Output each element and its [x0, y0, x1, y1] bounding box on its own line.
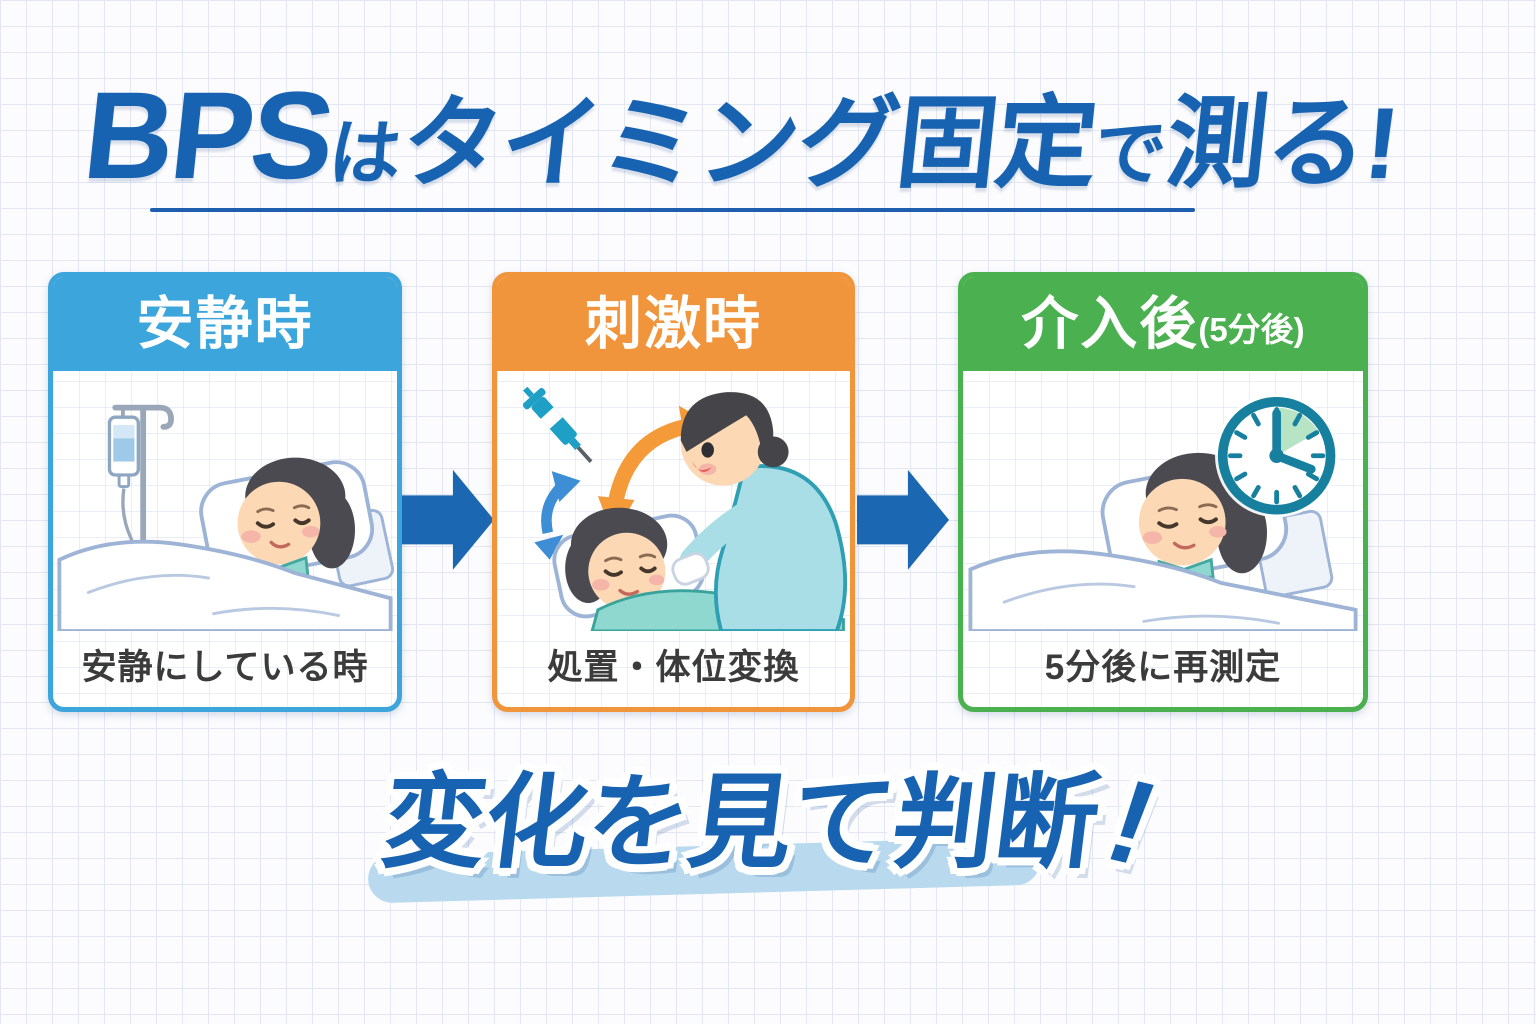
title-part-bps: BPS: [77, 67, 339, 205]
blanket: [57, 539, 393, 631]
card-post-intervention-caption: 5分後に再測定: [1044, 647, 1282, 687]
patient-face: [237, 457, 355, 579]
sleeping-patient-with-clock-illustration: [968, 394, 1358, 631]
card-post-intervention-header-suffix: (5分後): [1198, 310, 1305, 348]
flow-arrow-icon: [857, 466, 951, 576]
card-at-rest-illustration: [53, 371, 397, 631]
patient-face: [565, 507, 668, 610]
title-part-hakaru: 測る!: [1161, 88, 1403, 200]
title-underline: [150, 208, 1195, 212]
title-part-de: で: [1089, 114, 1171, 194]
card-during-stimulus-header: 刺激時: [497, 277, 850, 371]
card-during-stimulus-header-label: 刺激時: [585, 291, 762, 356]
footer-message-text: 変化を見て判断: [376, 765, 1105, 880]
glove: [671, 552, 710, 586]
title-part-timing: タイミング固定: [396, 88, 1102, 200]
iv-drip-icon: [107, 404, 174, 595]
page-title: BPSはタイミング固定で測る!: [78, 67, 1403, 205]
card-at-rest-header-label: 安静時: [136, 291, 314, 356]
card-during-stimulus: 刺激時: [492, 272, 855, 712]
card-post-intervention-header: 介入後(5分後): [963, 277, 1363, 371]
card-post-intervention-illustration: [963, 371, 1363, 631]
nurse-figure: [671, 392, 848, 631]
title-part-wa: は: [324, 114, 406, 194]
card-at-rest: 安静時: [48, 272, 402, 712]
card-at-rest-header: 安静時: [53, 277, 397, 371]
card-at-rest-caption: 安静にしている時: [81, 647, 369, 687]
nurse-care-illustration: [522, 386, 848, 631]
card-during-stimulus-illustration: [497, 371, 850, 631]
right-arrow-icon: [857, 469, 950, 570]
blue-double-arrow-icon: [534, 471, 581, 560]
right-arrow-icon: [402, 469, 495, 570]
footer-message: 変化を見て判断!: [376, 752, 1172, 889]
flow-arrow-icon: [402, 466, 496, 576]
card-during-stimulus-caption: 処置・体位変換: [547, 647, 800, 687]
sleeping-patient-with-iv-illustration: [57, 404, 395, 631]
card-post-intervention: 介入後(5分後): [958, 272, 1368, 712]
clock-icon: [1215, 394, 1339, 518]
syringe-icon: [522, 386, 593, 463]
footer: 変化を見て判断!: [0, 752, 1536, 889]
blanket: [968, 549, 1358, 631]
card-post-intervention-header-label: 介入後: [1021, 291, 1199, 356]
